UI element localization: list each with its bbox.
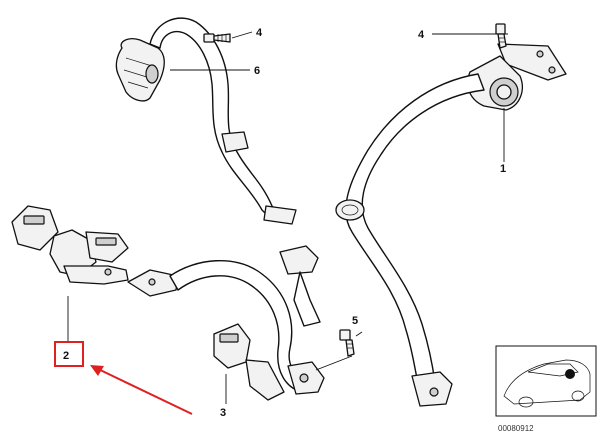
reference-number: 00080912 bbox=[498, 424, 534, 433]
belt-location-marker bbox=[565, 369, 575, 379]
callout-1: 1 bbox=[500, 163, 506, 175]
car-location-thumbnail: 00080912 bbox=[495, 345, 597, 433]
callout-6: 6 bbox=[254, 65, 260, 77]
highlight-arrow bbox=[90, 365, 193, 415]
callout-4-left: 4 bbox=[256, 27, 263, 39]
lap-belt-assembly bbox=[127, 245, 325, 401]
rear-belt-upper-assembly bbox=[115, 17, 297, 225]
bolt-5 bbox=[339, 329, 355, 357]
callout-2-highlight-box bbox=[54, 341, 84, 367]
callout-4-right: 4 bbox=[418, 29, 425, 41]
callout-5: 5 bbox=[352, 315, 358, 327]
leader-lines bbox=[67, 31, 508, 404]
buckle-assembly bbox=[11, 205, 129, 285]
front-belt-assembly bbox=[335, 43, 567, 407]
bolt-left bbox=[203, 33, 231, 43]
bolt-right bbox=[495, 23, 507, 49]
callout-2: 2 bbox=[63, 350, 69, 362]
callout-3: 3 bbox=[220, 407, 226, 419]
